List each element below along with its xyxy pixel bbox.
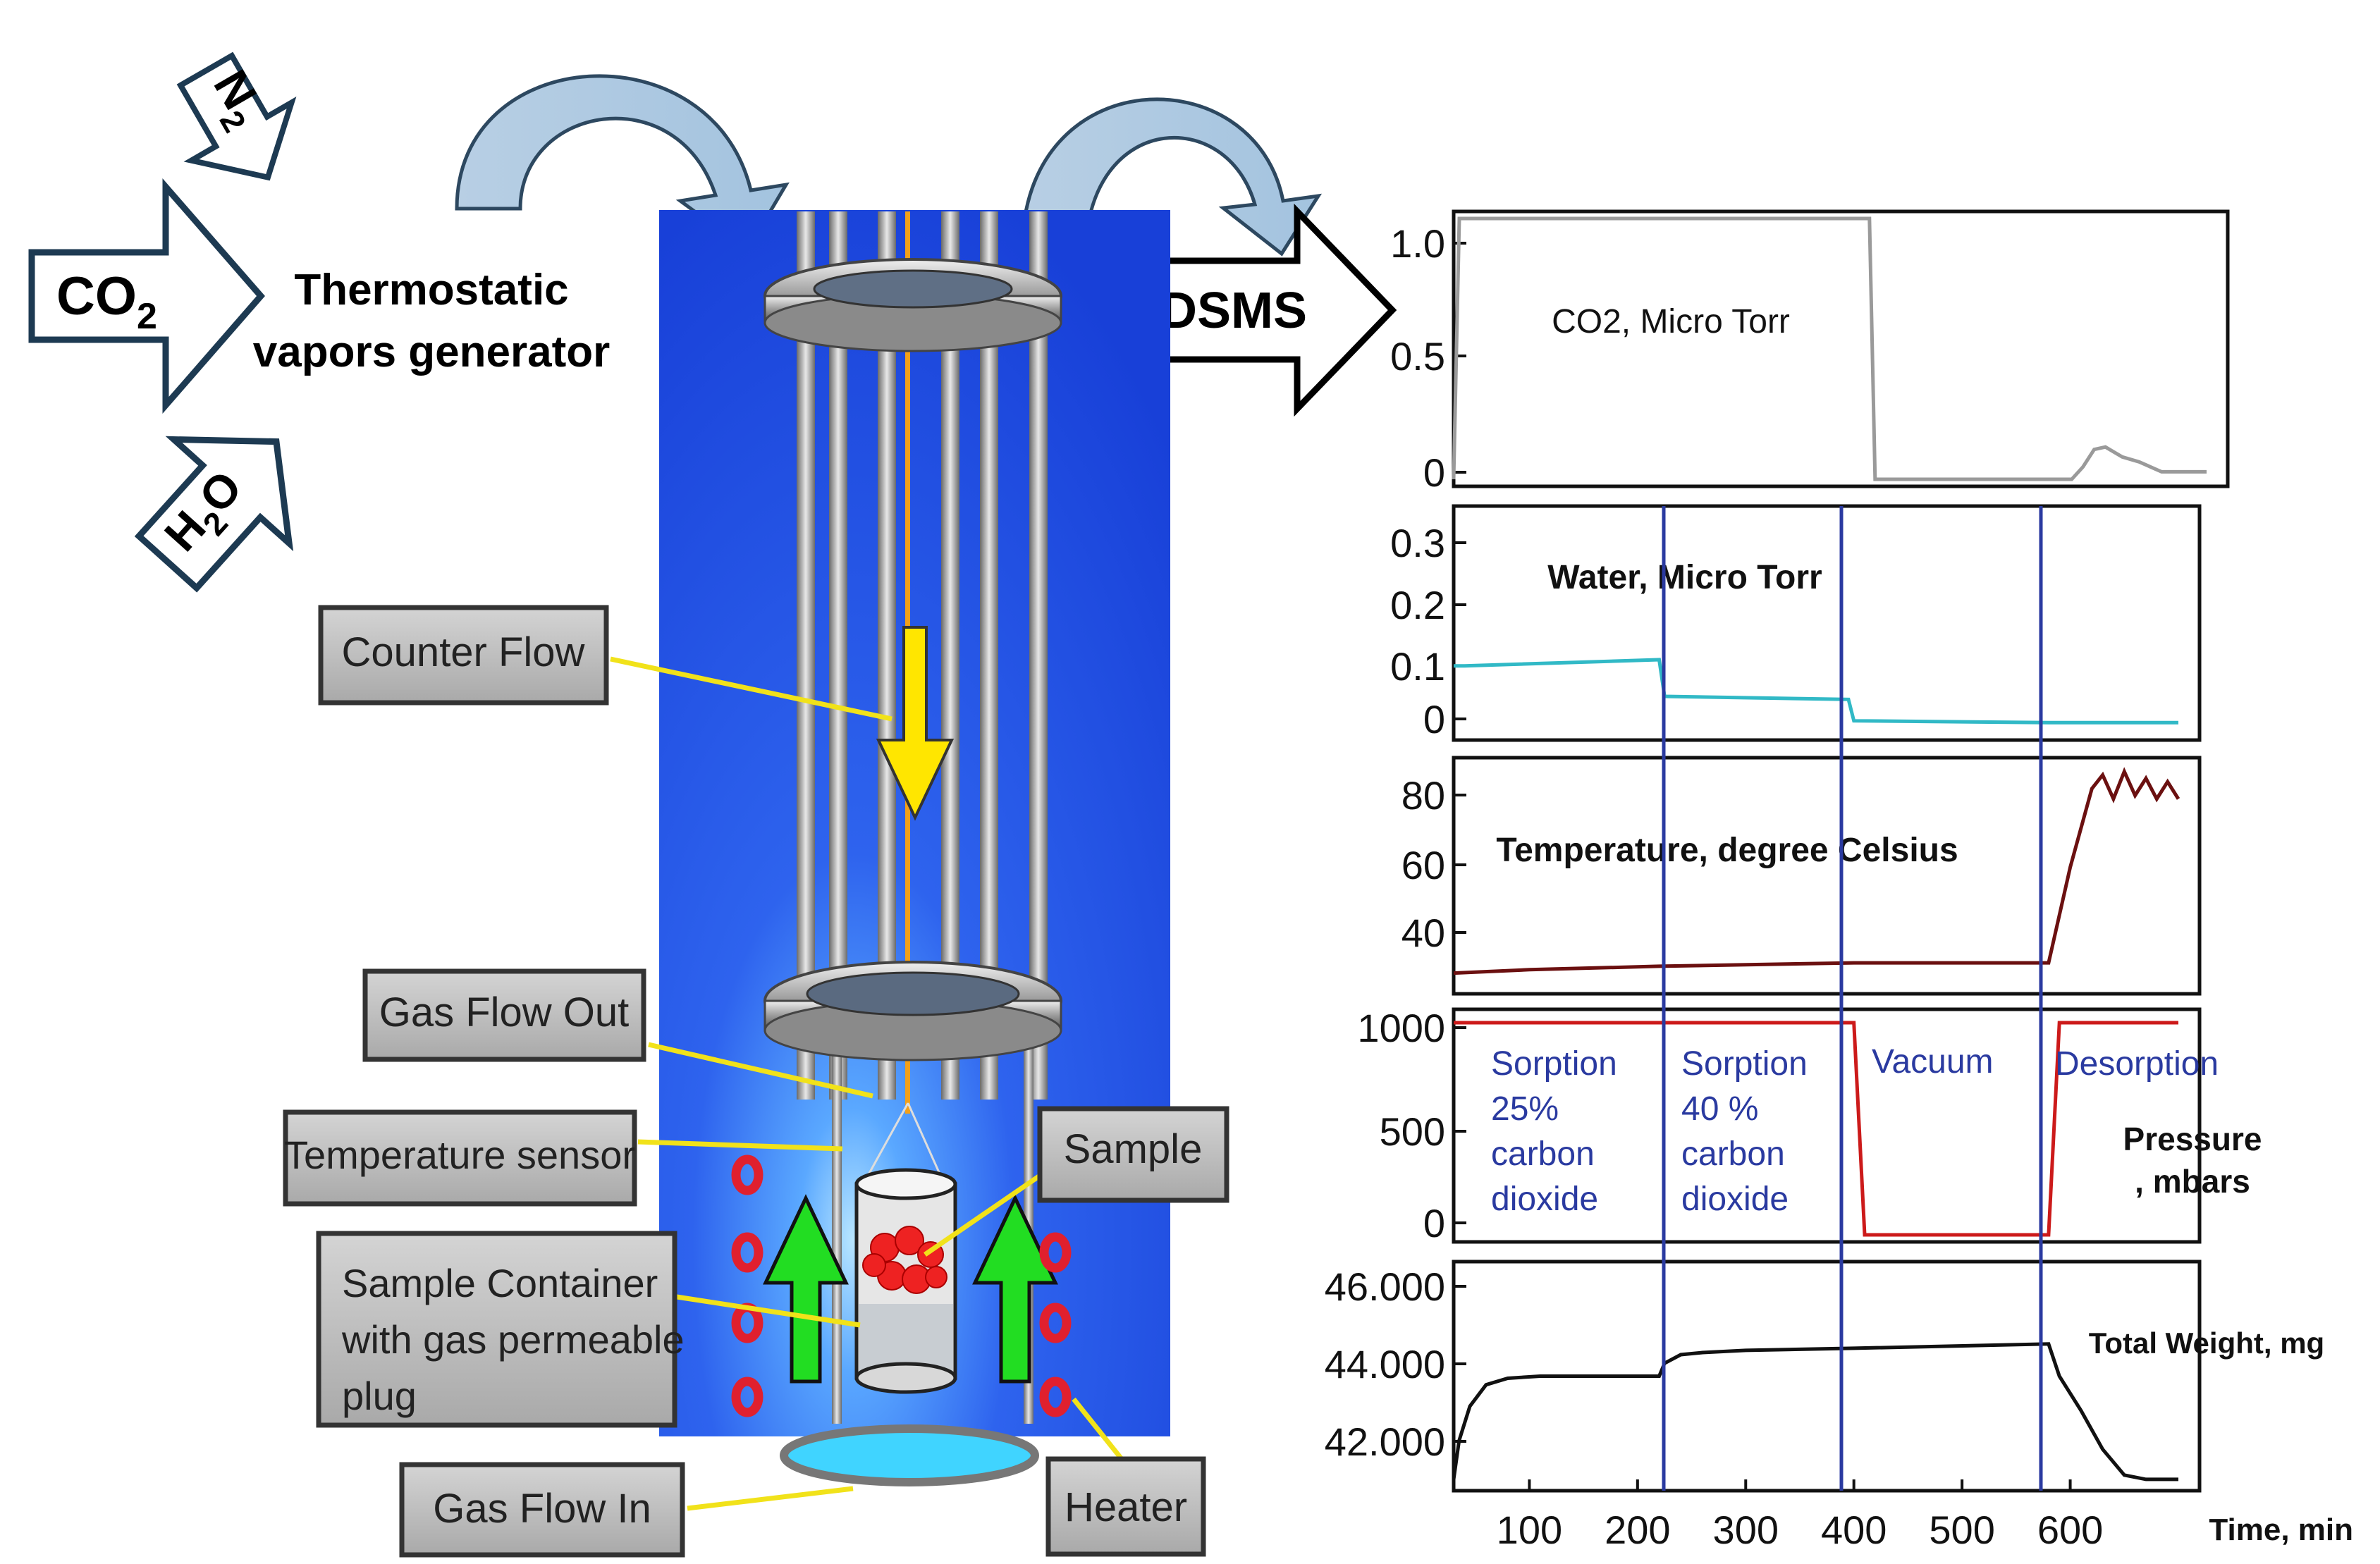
sample-hanger [866, 1102, 943, 1178]
temperature-ytick-label: 40 [1401, 911, 1445, 955]
phase-label: Sorption [1681, 1045, 1808, 1083]
co2-chart-title: CO2, Micro Torr [1552, 303, 1790, 340]
pressure-chart-title: , mbars [2135, 1163, 2250, 1200]
water-ytick-label: 0.3 [1390, 521, 1445, 565]
xtick-label: 500 [1929, 1508, 1994, 1552]
water-chart-title: Water, Micro Torr [1547, 559, 1822, 596]
temperature-sensor-label-box: Temperature sensor [283, 1109, 637, 1207]
water-plot-frame [1452, 504, 2202, 742]
time-axis: 100 200 300 400 500 600 Time, min [1497, 1479, 2353, 1552]
generator-to-column-arrow [455, 74, 790, 253]
weight-ytick-label: 42.000 [1325, 1420, 1445, 1464]
h2o-input-arrow: H2O [134, 436, 294, 593]
phase-label: dioxide [1681, 1181, 1789, 1218]
gas-flow-out-label-box: Gas Flow Out [362, 968, 646, 1062]
x-axis-label: Time, min [2209, 1513, 2353, 1547]
gas-flow-in-label: Gas Flow In [433, 1486, 651, 1532]
xtick-label: 200 [1605, 1508, 1670, 1552]
right-green-flow-arrow [972, 1194, 1058, 1384]
phase-label: Sorption [1491, 1045, 1617, 1083]
generator-line1: Thermostatic [294, 266, 568, 314]
pressure-phase-labels: Sorption 25% carbon dioxide Sorption 40 % carb… [1491, 1043, 2219, 1218]
xtick-label: 400 [1821, 1508, 1887, 1552]
top-flange [763, 258, 1062, 352]
heater-label: Heater [1065, 1484, 1187, 1530]
counter-flow-label-box: Counter Flow [318, 605, 609, 706]
water-series-line [1454, 658, 2178, 725]
pressure-ytick-label: 0 [1423, 1201, 1445, 1245]
phase-label: Desorption [2055, 1045, 2219, 1083]
gas-flow-in-label-box: Gas Flow In [399, 1462, 685, 1558]
bottom-flange [763, 961, 1062, 1061]
pressure-plot-frame [1452, 1007, 2202, 1244]
co2-input-arrow: CO2 [28, 178, 265, 414]
weight-chart: 46.000 44.000 42.000 Total Weight, mg [1325, 1260, 2324, 1493]
weight-ytick-label: 46.000 [1325, 1264, 1445, 1309]
phase-divider-lines [1662, 506, 2043, 1491]
water-ytick-label: 0 [1423, 697, 1445, 741]
water-ytick-label: 0.1 [1390, 644, 1445, 689]
leader-lines [610, 656, 1155, 1511]
n2-input-arrow: N2 [176, 51, 297, 181]
xtick-label: 100 [1497, 1508, 1562, 1552]
water-chart: 0.3 0.2 0.1 0 Water, Micro Torr [1390, 504, 2202, 742]
temperature-series-line [1453, 767, 2180, 975]
generator-line2: vapors generator [253, 328, 611, 376]
co2-ytick-label: 0 [1423, 450, 1445, 495]
dsms-label: DSMS [1160, 283, 1307, 339]
phase-label: Vacuum [1872, 1043, 1994, 1080]
pressure-chart-title: Pressure [2123, 1121, 2262, 1157]
sample-label-box: Sample [1037, 1106, 1229, 1203]
gas-inlet-ring [780, 1424, 1039, 1486]
pressure-ytick-label: 500 [1380, 1109, 1445, 1154]
gas-flow-out-label: Gas Flow Out [379, 990, 630, 1035]
vapors-generator-label: Thermostatic vapors generator [253, 266, 611, 376]
phase-label: 40 % [1681, 1090, 1758, 1128]
sample-material [862, 1226, 947, 1294]
temperature-plot-frame [1452, 756, 2202, 996]
heater-label-box: Heater [1045, 1456, 1206, 1557]
counter-flow-label: Counter Flow [342, 629, 586, 675]
pressure-series-line [1454, 1021, 2178, 1237]
phase-label: carbon [1681, 1135, 1785, 1173]
co2-chart: 1.0 0.5 0 CO2, Micro Torr [1390, 209, 2230, 495]
counter-flow-arrow [876, 626, 955, 821]
heater-coils [731, 1154, 1072, 1417]
weight-chart-title: Total Weight, mg [2089, 1326, 2324, 1360]
sample-container-label-line3: plug [342, 1374, 417, 1418]
sample-container-label-line2: with gas permeable [341, 1317, 685, 1362]
column-to-dsms-arrow [1020, 97, 1323, 257]
temperature-sensor-label: Temperature sensor [284, 1133, 635, 1177]
temperature-chart: 80 60 40 Temperature, degree Celsius [1401, 756, 2202, 996]
co2-label: CO2 [56, 266, 157, 337]
co2-series-line [1452, 216, 2207, 481]
sample-container [854, 1168, 957, 1394]
temperature-ytick-label: 60 [1401, 843, 1445, 887]
pressure-chart: 1000 500 0 Pressure , mbars [1357, 1006, 2262, 1245]
co2-ytick-label: 1.0 [1390, 221, 1445, 266]
pressure-ytick-label: 1000 [1357, 1006, 1445, 1050]
weight-ytick-label: 44.000 [1325, 1342, 1445, 1386]
xtick-label: 300 [1713, 1508, 1779, 1552]
apparatus-column [659, 210, 1170, 1486]
temperature-chart-title: Temperature, degree Celsius [1496, 832, 1958, 869]
phase-label: carbon [1491, 1135, 1595, 1173]
sample-container-label-box: Sample Container with gas permeable plug [316, 1231, 685, 1428]
weight-series-line [1452, 1342, 2178, 1482]
phase-label: dioxide [1491, 1181, 1598, 1218]
temperature-ytick-label: 80 [1401, 773, 1445, 818]
co2-ytick-label: 0.5 [1390, 334, 1445, 378]
phase-label: 25% [1491, 1090, 1559, 1128]
sample-container-label-line1: Sample Container [342, 1261, 658, 1305]
co2-plot-frame [1452, 209, 2230, 488]
xtick-label: 600 [2037, 1508, 2103, 1552]
water-ytick-label: 0.2 [1390, 583, 1445, 627]
sample-label: Sample [1064, 1126, 1203, 1172]
left-green-flow-arrow [763, 1194, 849, 1384]
